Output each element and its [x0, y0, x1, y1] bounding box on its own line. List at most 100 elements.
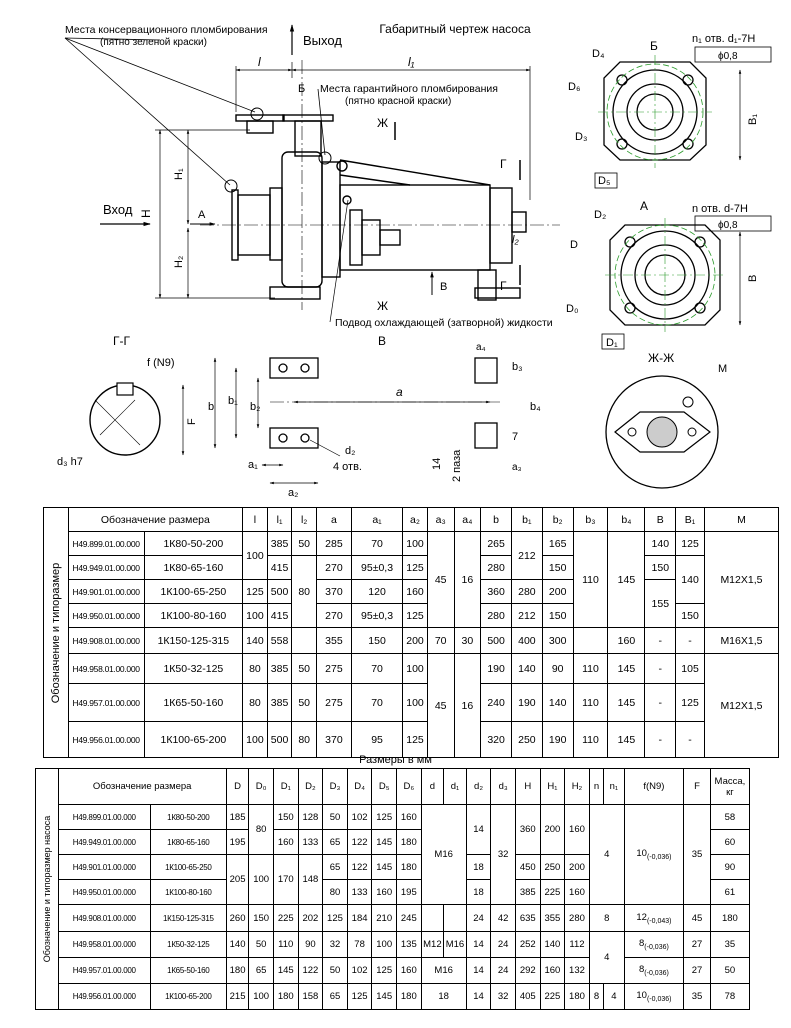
cell: 50	[322, 804, 348, 830]
cell: 145	[607, 653, 646, 684]
cell: 120	[350, 579, 404, 604]
dimensions-table-1: Обозначение и типоразмер Обозначение раз…	[43, 507, 780, 758]
table-row: Н49.956.01.00.000 1К100-65-200 100 500 8…	[44, 721, 779, 758]
cell: 110	[272, 931, 299, 958]
cell: 145	[371, 829, 397, 855]
cell: 50	[248, 931, 274, 958]
cell: 27	[683, 957, 711, 984]
dim-a4: a₄	[476, 342, 486, 353]
cell: 132	[564, 957, 590, 984]
coolant-label: Подвод охлаждающей (затворной) жидкости	[335, 317, 553, 329]
cell: 14	[465, 804, 492, 855]
cell: 125	[371, 804, 397, 830]
cell: 125	[346, 983, 373, 1010]
header-cell: n₁	[603, 768, 625, 805]
type-cell: 1К100-80-160	[143, 603, 244, 628]
code-cell: Н49.958.01.00.000	[57, 931, 151, 958]
cell: 225	[539, 983, 566, 1010]
dim-H1: H₁	[173, 168, 185, 180]
hole-b-tolerance: ϕ0,8	[718, 51, 738, 62]
cell: М12Х1,5	[703, 531, 780, 628]
cell: 165	[541, 531, 574, 556]
cell: 10(-0,036)	[623, 804, 685, 905]
cell: 245	[396, 904, 422, 932]
header-cell: D₅	[371, 768, 397, 805]
header-cell: l	[242, 507, 268, 532]
header-cell: Обозначение размера	[57, 768, 227, 805]
dim-14: 14	[431, 458, 443, 470]
table-vlabel: Обозначение и типоразмер насоса	[35, 768, 59, 1010]
cell: 370	[316, 721, 352, 758]
cell: 195	[225, 829, 250, 855]
cell: 16	[453, 531, 482, 628]
cell: 360	[514, 804, 541, 855]
cell: 78	[346, 931, 373, 958]
dim-l: l	[258, 55, 261, 69]
header-cell: a₁	[350, 507, 404, 532]
header-cell: a₃	[426, 507, 455, 532]
header-cell: b₄	[607, 507, 646, 532]
cell: -	[644, 683, 677, 722]
cell: 250	[539, 854, 566, 880]
cell: 180	[709, 904, 751, 932]
cell: 100	[402, 531, 428, 556]
cell: 370	[316, 579, 352, 604]
cell: 100	[242, 721, 268, 758]
cell: 215	[225, 983, 250, 1010]
section-g-bottom: Г	[500, 279, 507, 293]
cell: 145	[272, 957, 299, 984]
cell: 500	[480, 627, 512, 654]
hole-a-tolerance: ϕ0,8	[718, 220, 738, 231]
cell: 140	[675, 555, 705, 604]
table-row: Н49.950.01.00.000 1К100-80-160 100 415 2…	[44, 603, 779, 628]
cell: 292	[514, 957, 541, 984]
cell: 558	[266, 627, 293, 654]
section-m-label: М	[718, 363, 727, 375]
cell: 180	[396, 829, 422, 855]
dim-f: f (N9)	[147, 357, 175, 369]
cell: 200	[402, 627, 428, 654]
cell: М16	[420, 957, 467, 984]
code-cell: Н49.901.01.00.000	[57, 854, 151, 880]
conservation-seal-note: (пятно зеленой краски)	[100, 37, 207, 48]
cell: -	[675, 627, 705, 654]
cell: 385	[266, 683, 293, 722]
cell: 145	[607, 683, 646, 722]
cell: 150	[644, 555, 677, 580]
cell: 100	[402, 653, 428, 684]
cell: 100	[248, 854, 274, 905]
cell: М12Х1,5	[703, 653, 780, 758]
cell: 360	[480, 579, 512, 604]
cell: 635	[514, 904, 541, 932]
type-cell: 1К150-125-315	[143, 627, 244, 654]
cell: 148	[297, 854, 324, 905]
cell: 145	[607, 721, 646, 758]
cell: 50	[291, 653, 317, 684]
dim-H2: H₂	[173, 256, 185, 268]
table-vlabel: Обозначение и типоразмер	[43, 507, 69, 758]
cell: М12	[420, 931, 445, 958]
cell: 125	[675, 531, 705, 556]
dim-l1: l₁	[408, 55, 415, 69]
cell: 252	[514, 931, 541, 958]
cell: 158	[297, 983, 324, 1010]
cell: 8(-0,036)	[623, 957, 685, 984]
warranty-seal-label: Места гарантийного пломбирования	[320, 83, 498, 95]
cell: 65	[322, 983, 348, 1010]
header-cell: n	[588, 768, 605, 805]
cell: 140	[242, 627, 268, 654]
cell: 450	[514, 854, 541, 880]
cell: 102	[346, 804, 373, 830]
table-row: Н49.908.01.00.000 1К150-125-315 140 558 …	[44, 627, 780, 654]
cell: -	[644, 653, 677, 684]
cell: 250	[510, 721, 543, 758]
cell: 385	[266, 653, 293, 684]
section-gg-title: Г-Г	[113, 334, 130, 348]
cell: 135	[396, 931, 422, 958]
cell: 70	[350, 653, 404, 684]
table-row: Н49.949.01.00.000 1К80-65-160 195 160 13…	[36, 829, 751, 855]
cell: 112	[564, 931, 590, 958]
cell: 18	[465, 879, 492, 905]
cell: 8(-0,036)	[623, 931, 685, 958]
four-holes-label: 4 отв.	[333, 461, 362, 473]
